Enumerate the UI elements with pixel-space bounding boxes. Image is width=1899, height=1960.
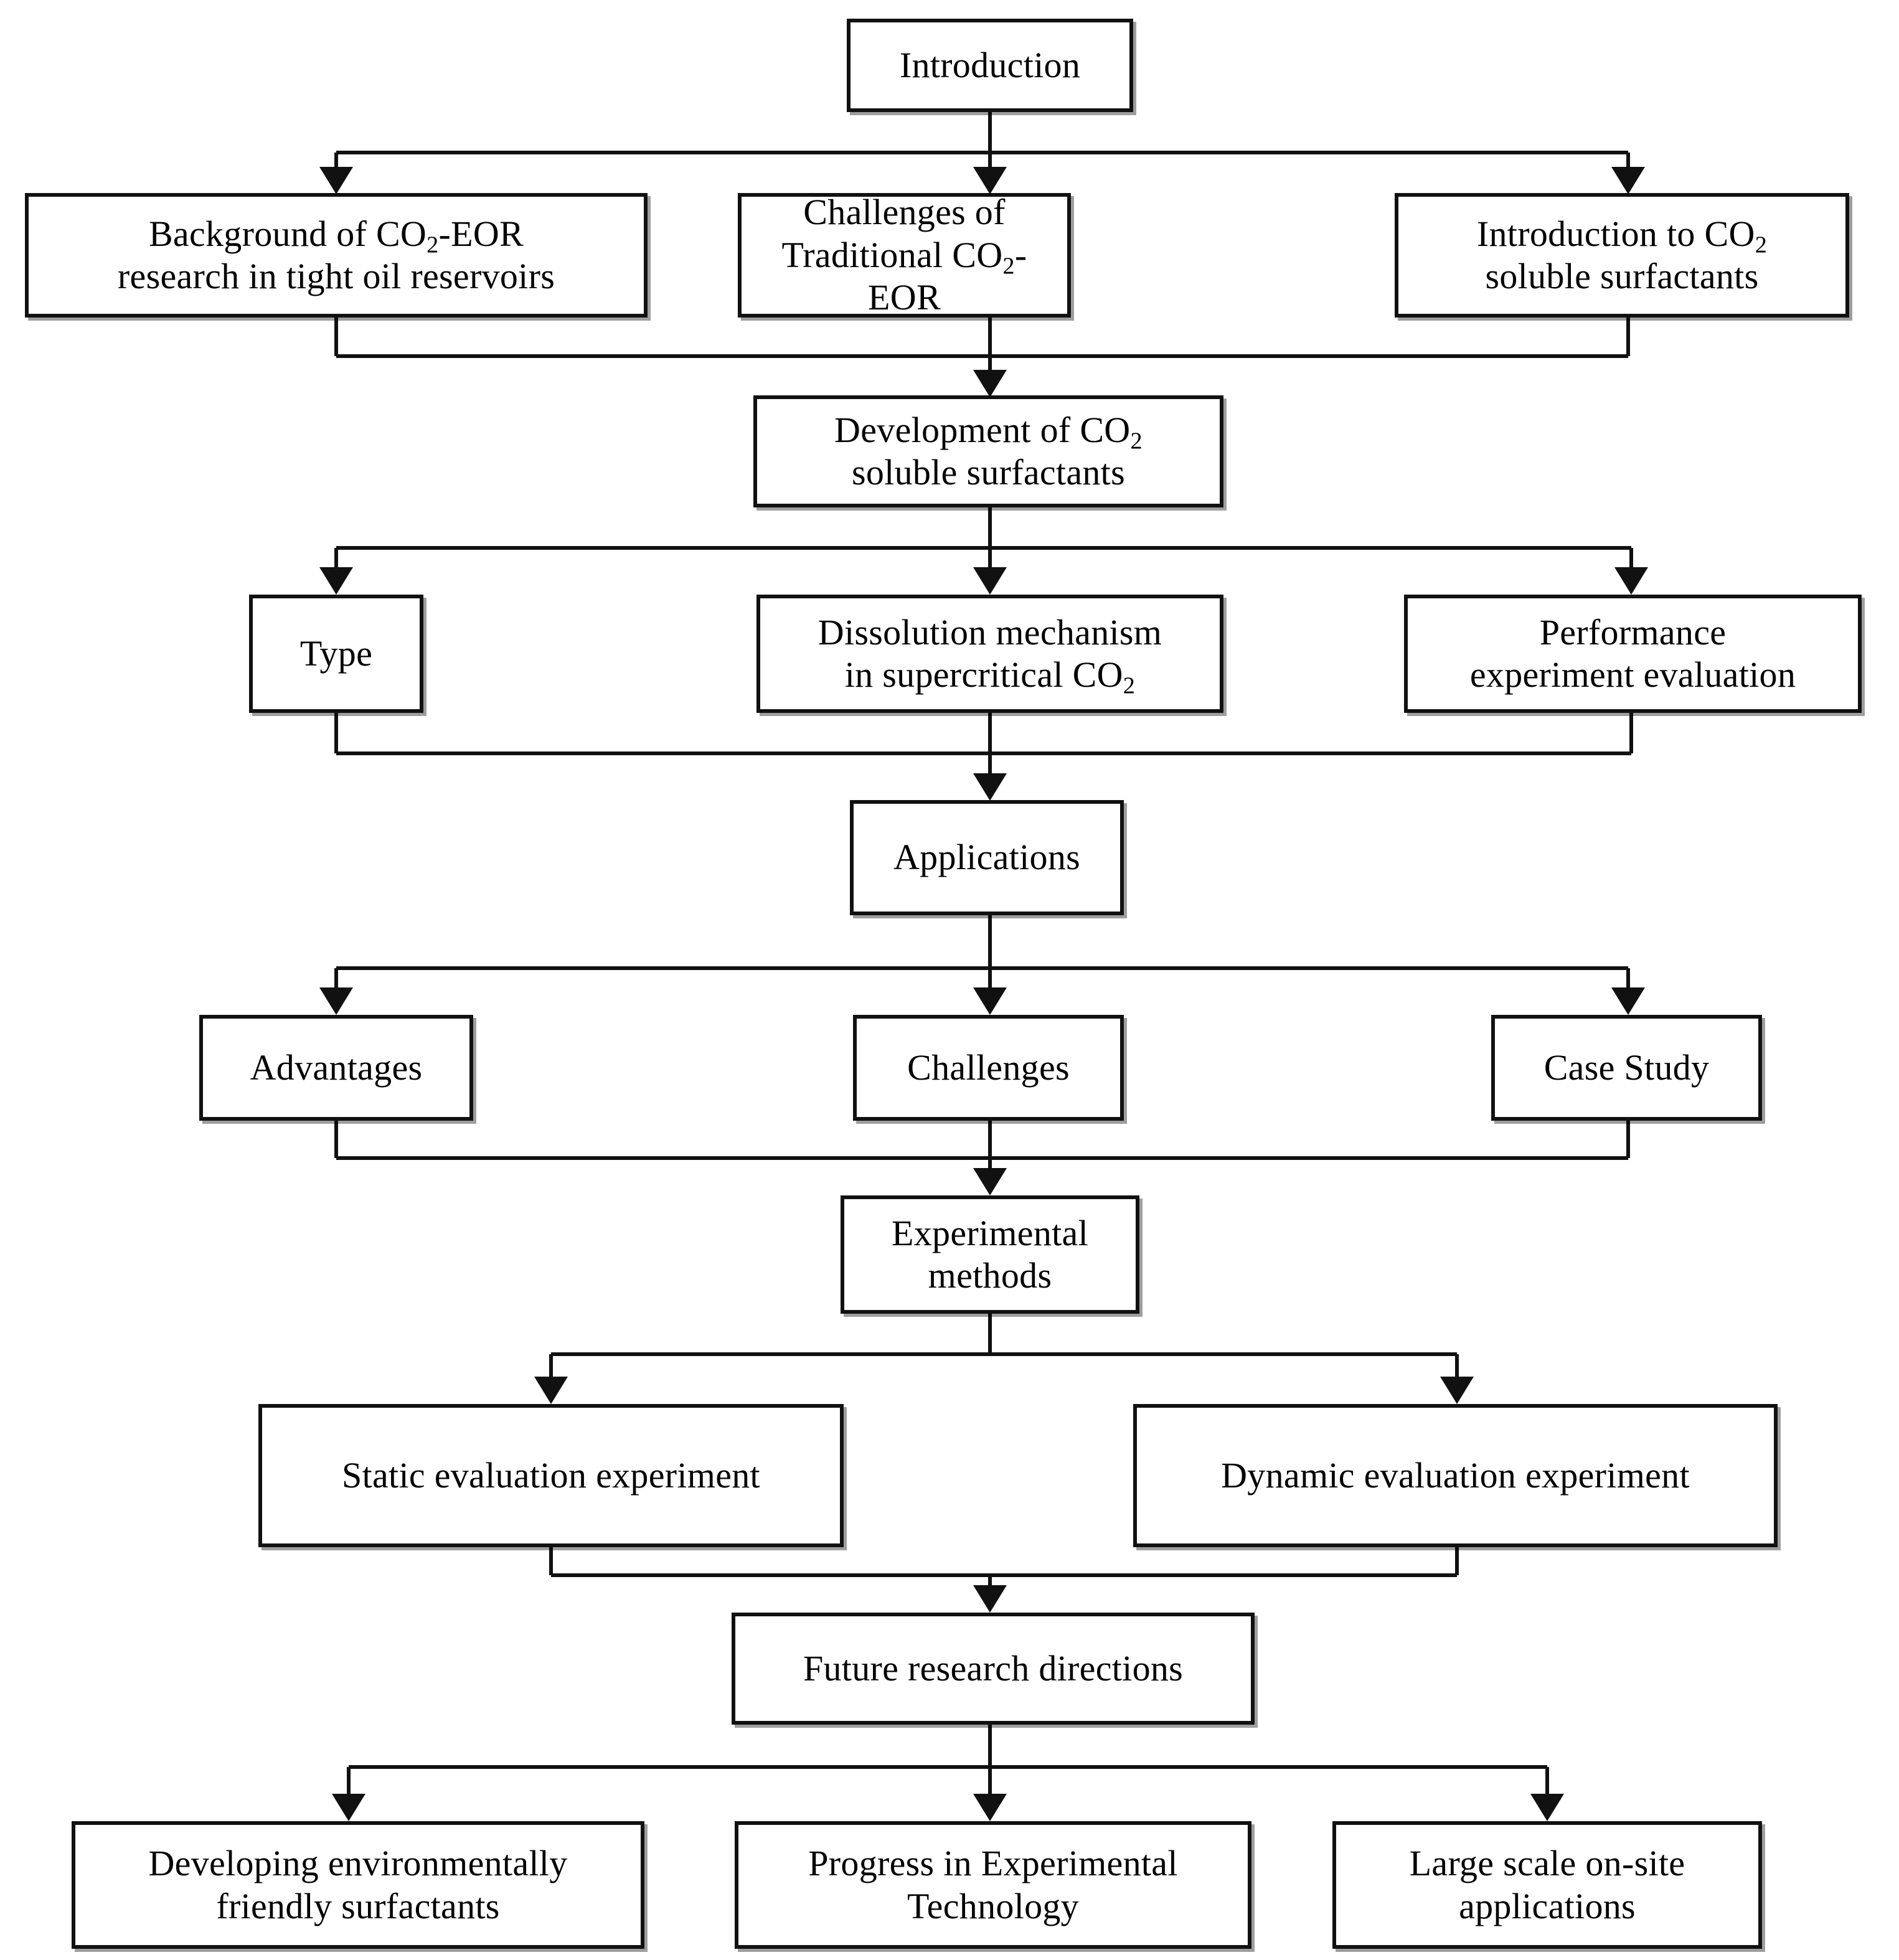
arrowhead-env-friendly (332, 1794, 365, 1821)
arrowhead-intro-surfactants (1611, 167, 1645, 194)
arrowhead-experimental-methods (973, 1168, 1007, 1195)
node-introduction-label: Introduction (899, 44, 1081, 85)
node-case-study-label: Case Study (1543, 1047, 1710, 1088)
node-static-eval-label: Static evaluation experiment (342, 1454, 760, 1496)
node-future-directions-label: Future research directions (803, 1647, 1184, 1689)
arrowhead-future-directions (973, 1585, 1007, 1613)
node-challenges-label: Challenges (907, 1047, 1070, 1088)
arrowhead-dynamic-eval (1440, 1377, 1474, 1404)
node-advantages-label: Advantages (250, 1047, 423, 1088)
node-type-label: Type (299, 633, 373, 674)
arrowhead-performance (1614, 567, 1648, 595)
arrowhead-development (973, 370, 1007, 397)
node-dynamic-eval[interactable]: Dynamic evaluation experiment (1133, 1404, 1778, 1547)
arrowhead-progress-tech (973, 1794, 1007, 1821)
node-static-eval[interactable]: Static evaluation experiment (258, 1404, 844, 1547)
node-advantages[interactable]: Advantages (199, 1015, 473, 1121)
arrowhead-applications (973, 773, 1007, 801)
arrowhead-advantages (319, 987, 353, 1015)
node-applications-label: Applications (893, 837, 1080, 878)
node-future-directions[interactable]: Future research directions (732, 1613, 1255, 1725)
node-case-study[interactable]: Case Study (1491, 1015, 1762, 1121)
arrowhead-challenges-traditional (973, 167, 1007, 194)
arrowhead-dissolution (973, 567, 1007, 595)
node-type[interactable]: Type (249, 595, 423, 713)
arrowhead-background (319, 167, 353, 194)
arrowhead-type (319, 567, 353, 595)
arrowhead-static-eval (534, 1377, 568, 1404)
arrowhead-challenges (973, 987, 1007, 1015)
node-introduction[interactable]: Introduction (847, 19, 1133, 112)
arrowhead-case-study (1611, 987, 1645, 1015)
node-applications[interactable]: Applications (850, 800, 1124, 915)
node-dynamic-eval-label: Dynamic evaluation experiment (1221, 1454, 1690, 1496)
arrowhead-large-scale (1530, 1794, 1564, 1821)
node-challenges[interactable]: Challenges (853, 1015, 1124, 1121)
